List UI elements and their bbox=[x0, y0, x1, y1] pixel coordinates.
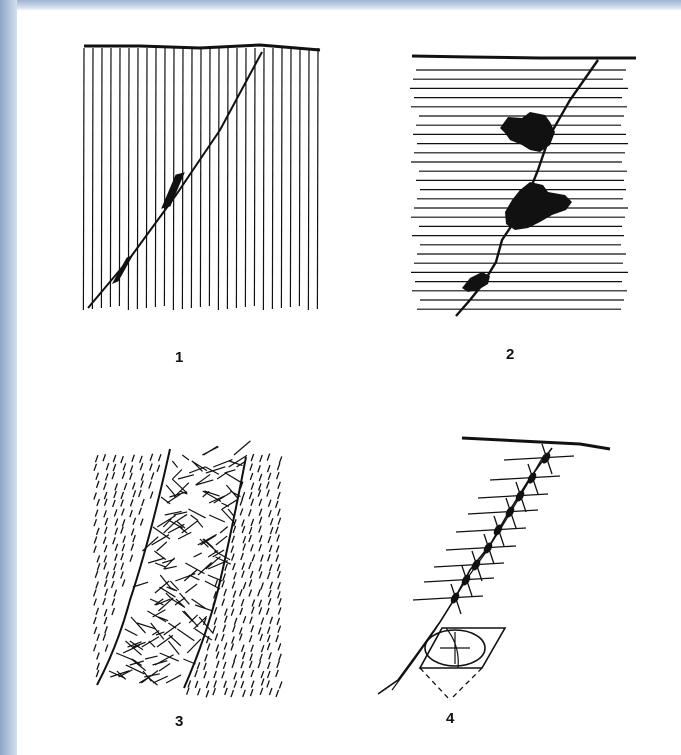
panel-4-top-line bbox=[461, 436, 611, 451]
panel-2-ore-pocket-middle bbox=[505, 182, 572, 230]
panel-2-horizontal-foliation bbox=[410, 69, 628, 310]
panel-4-diagram bbox=[377, 436, 611, 701]
panel-4-circle-section bbox=[424, 629, 486, 667]
panel-1-label: 1 bbox=[175, 349, 184, 366]
panel-2-label: 2 bbox=[506, 346, 515, 363]
panel-2-ore-pocket-lower bbox=[462, 272, 490, 292]
panel-1-diagram bbox=[82, 43, 321, 311]
panel-1-lens-lower bbox=[111, 255, 134, 284]
panel-4-ore-nodes bbox=[450, 452, 551, 604]
panel-3-diagram bbox=[92, 440, 283, 698]
panel-1-vein-line bbox=[87, 51, 263, 309]
panel-3-label: 3 bbox=[175, 713, 184, 730]
panel-3-breccia-fill bbox=[108, 440, 251, 686]
panel-1-top-line bbox=[84, 43, 321, 52]
panel-2-top-line bbox=[411, 54, 636, 60]
panel-4-vein-trace bbox=[377, 447, 553, 695]
panel-4-dashed-projection bbox=[419, 667, 483, 701]
panel-1-vertical-foliation bbox=[82, 47, 319, 311]
panel-1-lens-upper bbox=[161, 172, 185, 209]
panel-4-label: 4 bbox=[446, 710, 455, 727]
panel-3-vein-wall-left bbox=[96, 448, 171, 686]
panel-3-host-rock-texture bbox=[92, 453, 283, 698]
slide-sidebar-gradient bbox=[0, 0, 17, 755]
panel-4-cross-fractures bbox=[412, 443, 575, 615]
panel-3-vein-wall-right bbox=[183, 456, 247, 689]
panel-2-diagram bbox=[410, 54, 636, 317]
panel-2-ore-pocket-upper bbox=[500, 112, 555, 152]
